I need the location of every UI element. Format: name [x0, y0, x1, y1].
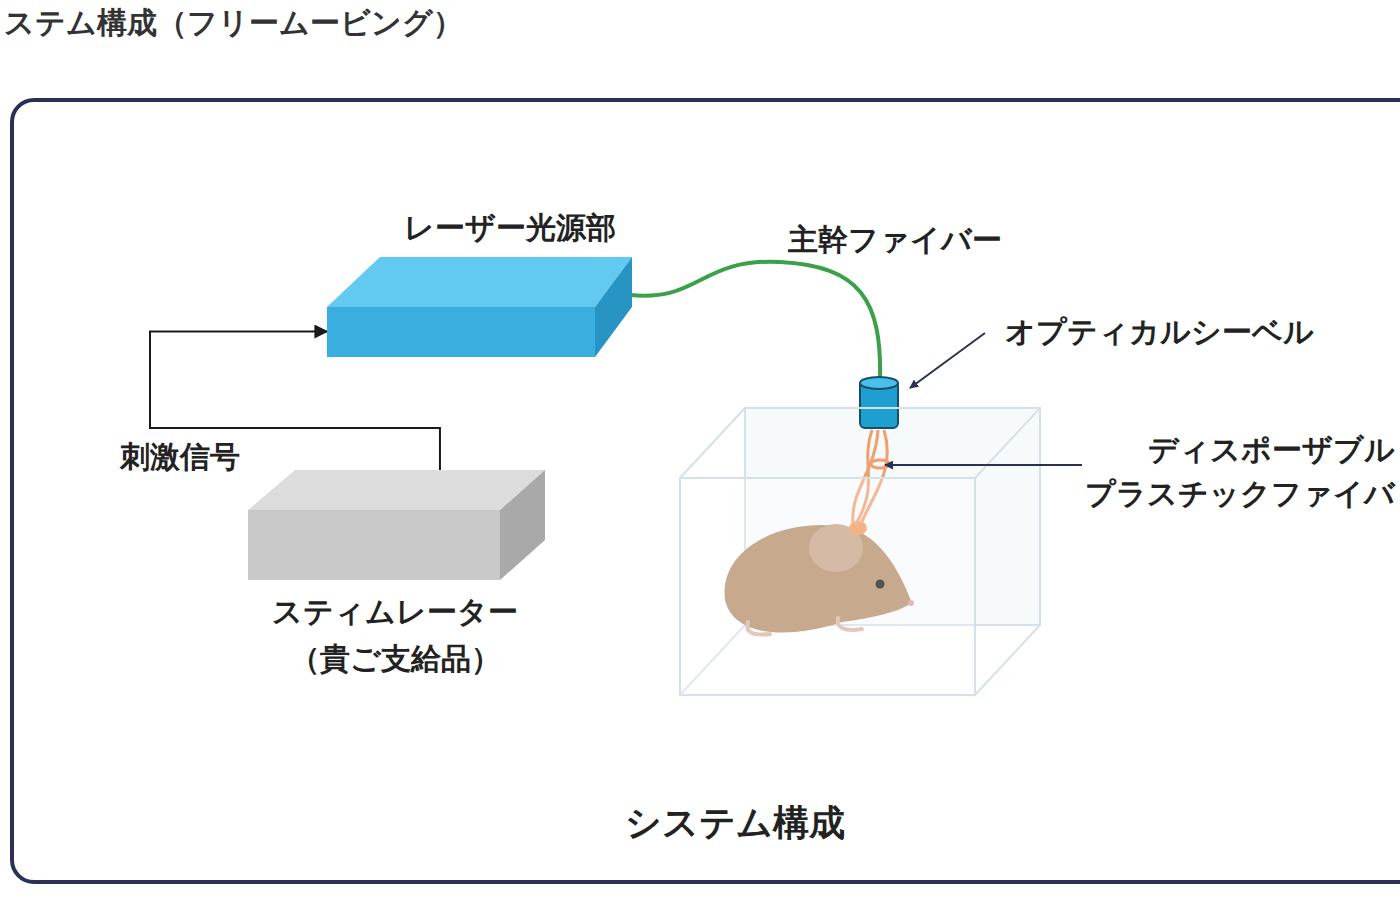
- cage-top-edge: [745, 407, 1040, 409]
- box-front: [248, 510, 500, 580]
- box-label: レーザー光源部: [380, 205, 640, 252]
- box-side: [500, 470, 545, 580]
- box-side: [595, 257, 632, 357]
- stimulator-box: スティムレーター （貴ご支給品）: [240, 465, 550, 682]
- box-3d: [320, 252, 640, 362]
- signal-label: 刺激信号: [118, 438, 242, 476]
- optical-swivel: [860, 377, 898, 428]
- leader-line: [910, 333, 985, 388]
- box-3d: [240, 465, 550, 583]
- cage-front: [680, 478, 975, 695]
- cage-back: [680, 408, 1040, 695]
- trunk-fiber: [630, 262, 880, 380]
- box-top: [248, 470, 545, 510]
- fiber-label: 主幹ファイバー: [788, 218, 1002, 262]
- laser-source-box: レーザー光源部: [320, 205, 640, 362]
- box-label: スティムレーター （貴ご支給品）: [265, 589, 525, 682]
- callout-label: オプティカルシーベル: [1005, 310, 1314, 354]
- box-top: [327, 257, 632, 307]
- box-front: [327, 307, 595, 357]
- frame: [12, 100, 1400, 882]
- leader-line: [885, 464, 1082, 466]
- callout-label: ディスポーザブル プラスチックファイバ: [1060, 428, 1395, 515]
- caption: システム構成: [485, 800, 985, 845]
- page-title: ステム構成（フリームービング）: [4, 4, 463, 42]
